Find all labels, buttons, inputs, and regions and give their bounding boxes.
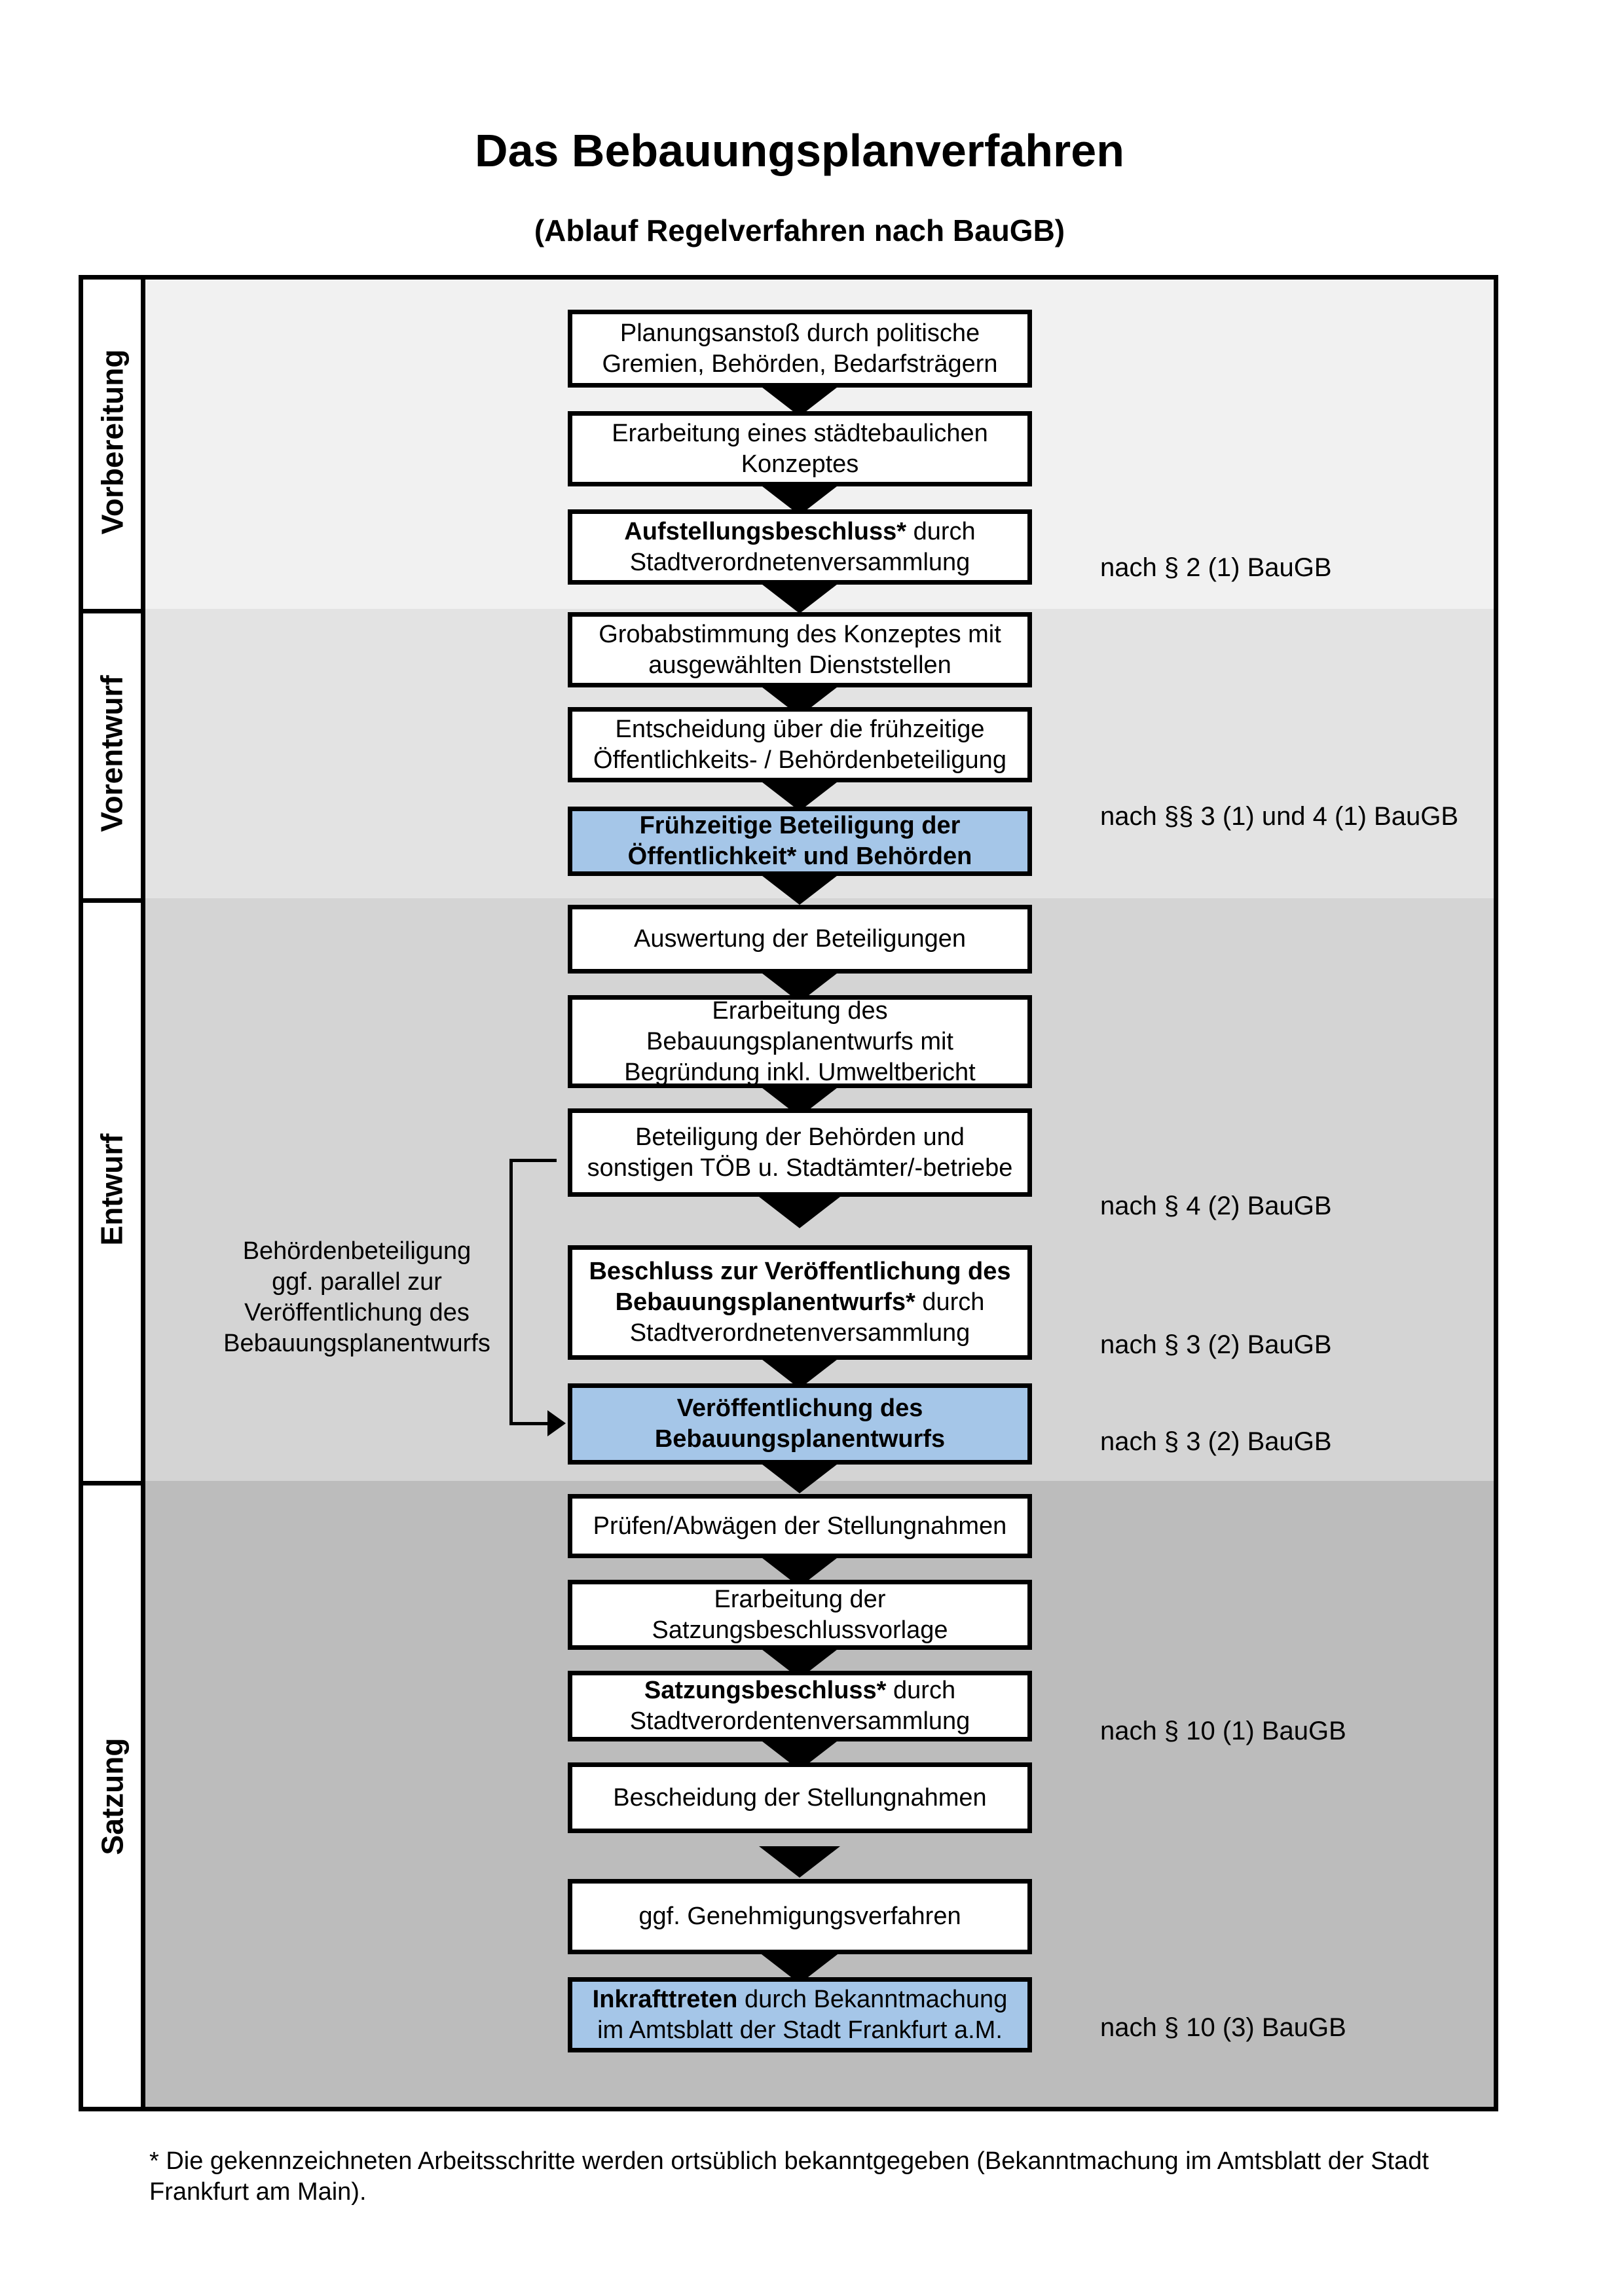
legal-ref: nach § 2 (1) BauGB xyxy=(1100,553,1332,582)
step-beschluss-veroeffentlichung: Beschluss zur Veröffentlichung des Bebau… xyxy=(568,1245,1032,1360)
step-text: ggf. Genehmigungsverfahren xyxy=(638,1903,961,1930)
step-fruehzeitige-beteiligung: Frühzeitige Beteiligung der Öffentlichke… xyxy=(568,807,1032,876)
step-aufstellungsbeschluss: Aufstellungsbeschluss* durch Stadtverord… xyxy=(568,509,1032,585)
step-text: Veröffentlichung des xyxy=(676,1394,923,1422)
step-text: Bebauungsplanentwurfs mit xyxy=(646,1027,953,1055)
step-text: Konzeptes xyxy=(741,450,859,478)
phase-label-vorbereitung: Vorbereitung xyxy=(79,275,145,609)
step-satzungsbeschlussvorlage: Erarbeitung der Satzungsbeschlussvorlage xyxy=(568,1580,1032,1650)
step-text: Stadtverordnetenversammlung xyxy=(629,548,970,576)
step-text: sonstigen TÖB u. Stadtämter/-betriebe xyxy=(587,1154,1013,1182)
down-arrow-icon xyxy=(759,873,840,905)
step-text: Stadtverordnetenversammlung xyxy=(629,1319,970,1347)
step-text: Aufstellungsbeschluss* durch xyxy=(624,517,976,545)
connector-line-vertical xyxy=(509,1159,513,1425)
down-arrow-icon xyxy=(759,1846,840,1878)
step-text: Beteiligung der Behörden und xyxy=(635,1123,965,1151)
connector-line-top xyxy=(509,1159,557,1162)
legal-ref: nach §§ 3 (1) und 4 (1) BauGB xyxy=(1100,802,1458,831)
step-text: Auswertung der Beteiligungen xyxy=(633,925,966,953)
step-text: Prüfen/Abwägen der Stellungnahmen xyxy=(593,1512,1007,1540)
step-auswertung-beteiligungen: Auswertung der Beteiligungen xyxy=(568,905,1032,974)
connector-right-arrow-icon xyxy=(547,1410,566,1436)
step-text: Grobabstimmung des Konzeptes mit xyxy=(599,620,1001,648)
step-beteiligung-behoerden: Beteiligung der Behörden und sonstigen T… xyxy=(568,1108,1032,1197)
step-veroeffentlichung-entwurf: Veröffentlichung des Bebauungsplanentwur… xyxy=(568,1383,1032,1465)
side-annotation-line: Bebauungsplanentwurfs xyxy=(223,1330,490,1357)
step-text: Bebauungsplanentwurfs xyxy=(654,1425,946,1453)
step-text: Bebauungsplanentwurfs* durch xyxy=(615,1288,985,1316)
step-grobabstimmung: Grobabstimmung des Konzeptes mit ausgewä… xyxy=(568,612,1032,687)
phase-divider xyxy=(79,1481,145,1485)
phase-label-text: Vorbereitung xyxy=(95,349,130,535)
legal-ref: nach § 4 (2) BauGB xyxy=(1100,1192,1332,1220)
footnote: * Die gekennzeichneten Arbeitsschritte w… xyxy=(149,2146,1524,2208)
legal-ref: nach § 3 (2) BauGB xyxy=(1100,1427,1332,1456)
step-pruefen-abwaegen: Prüfen/Abwägen der Stellungnahmen xyxy=(568,1494,1032,1558)
step-text: im Amtsblatt der Stadt Frankfurt a.M. xyxy=(597,2016,1003,2044)
phase-label-text: Vorentwurf xyxy=(95,675,129,832)
step-text: Gremien, Behörden, Bedarfsträgern xyxy=(602,350,998,378)
step-text: Erarbeitung eines städtebaulichen xyxy=(612,419,988,447)
step-text: Beschluss zur Veröffentlichung des xyxy=(589,1258,1011,1285)
connector-line-bottom xyxy=(509,1422,549,1425)
side-annotation-line: Veröffentlichung des xyxy=(244,1299,470,1326)
side-annotation-line: ggf. parallel zur xyxy=(272,1268,442,1296)
step-text: Erarbeitung des xyxy=(712,996,888,1025)
step-text: Frühzeitige Beteiligung der xyxy=(639,812,961,839)
phase-label-vorentwurf: Vorentwurf xyxy=(79,609,145,898)
step-text: Satzungsbeschlussvorlage xyxy=(652,1616,948,1644)
legal-ref: nach § 10 (3) BauGB xyxy=(1100,2013,1346,2042)
side-annotation: Behördenbeteiligung ggf. parallel zur Ve… xyxy=(213,1236,501,1359)
side-annotation-line: Behördenbeteiligung xyxy=(242,1237,471,1265)
down-arrow-icon xyxy=(759,1462,840,1493)
down-arrow-icon xyxy=(759,582,840,613)
down-arrow-icon xyxy=(759,780,840,811)
step-text: Stadtverordentenversammlung xyxy=(629,1707,970,1735)
step-satzungsbeschluss: Satzungsbeschluss* durch Stadtverordente… xyxy=(568,1671,1032,1741)
step-text: Begründung inkl. Umweltbericht xyxy=(624,1058,976,1086)
phase-label-text: Satzung xyxy=(95,1738,130,1855)
phase-label-satzung: Satzung xyxy=(79,1481,145,2111)
legal-ref: nach § 3 (2) BauGB xyxy=(1100,1330,1332,1359)
down-arrow-icon xyxy=(759,1197,840,1228)
step-text: Entscheidung über die frühzeitige xyxy=(615,715,985,743)
step-erarbeitung-entwurf: Erarbeitung des Bebauungsplanentwurfs mi… xyxy=(568,995,1032,1088)
step-text: Erarbeitung der xyxy=(714,1585,886,1613)
step-text: Öffentlichkeit* und Behörden xyxy=(627,843,972,870)
step-text: Bescheidung der Stellungnahmen xyxy=(613,1783,987,1812)
phase-label-entwurf: Entwurf xyxy=(79,898,145,1481)
phase-divider xyxy=(79,898,145,903)
phase-label-text: Entwurf xyxy=(95,1133,130,1246)
page-title: Das Bebauungsplanverfahren xyxy=(475,125,1124,176)
step-inkrafttreten: Inkrafttreten durch Bekanntmachung im Am… xyxy=(568,1977,1032,2052)
step-genehmigungsverfahren: ggf. Genehmigungsverfahren xyxy=(568,1879,1032,1954)
phase-divider xyxy=(79,609,145,613)
step-text: Öffentlichkeits- / Behördenbeteiligung xyxy=(593,746,1006,774)
step-bescheidung-stellungnahmen: Bescheidung der Stellungnahmen xyxy=(568,1762,1032,1833)
step-staedtebauliches-konzept: Erarbeitung eines städtebaulichen Konzep… xyxy=(568,411,1032,486)
step-text: Satzungsbeschluss* durch xyxy=(644,1677,956,1704)
step-planungsanstoss: Planungsanstoß durch politische Gremien,… xyxy=(568,310,1032,388)
footnote-line: Frankfurt am Main). xyxy=(149,2178,367,2206)
legal-ref: nach § 10 (1) BauGB xyxy=(1100,1717,1346,1745)
step-entscheidung-beteiligung: Entscheidung über die frühzeitige Öffent… xyxy=(568,707,1032,782)
step-text: ausgewählten Dienststellen xyxy=(648,651,951,679)
step-text: Planungsanstoß durch politische xyxy=(619,319,980,347)
footnote-line: * Die gekennzeichneten Arbeitsschritte w… xyxy=(149,2147,1429,2175)
step-text: Inkrafttreten durch Bekanntmachung xyxy=(592,1985,1008,2013)
page-subtitle: (Ablauf Regelverfahren nach BauGB) xyxy=(534,213,1065,247)
